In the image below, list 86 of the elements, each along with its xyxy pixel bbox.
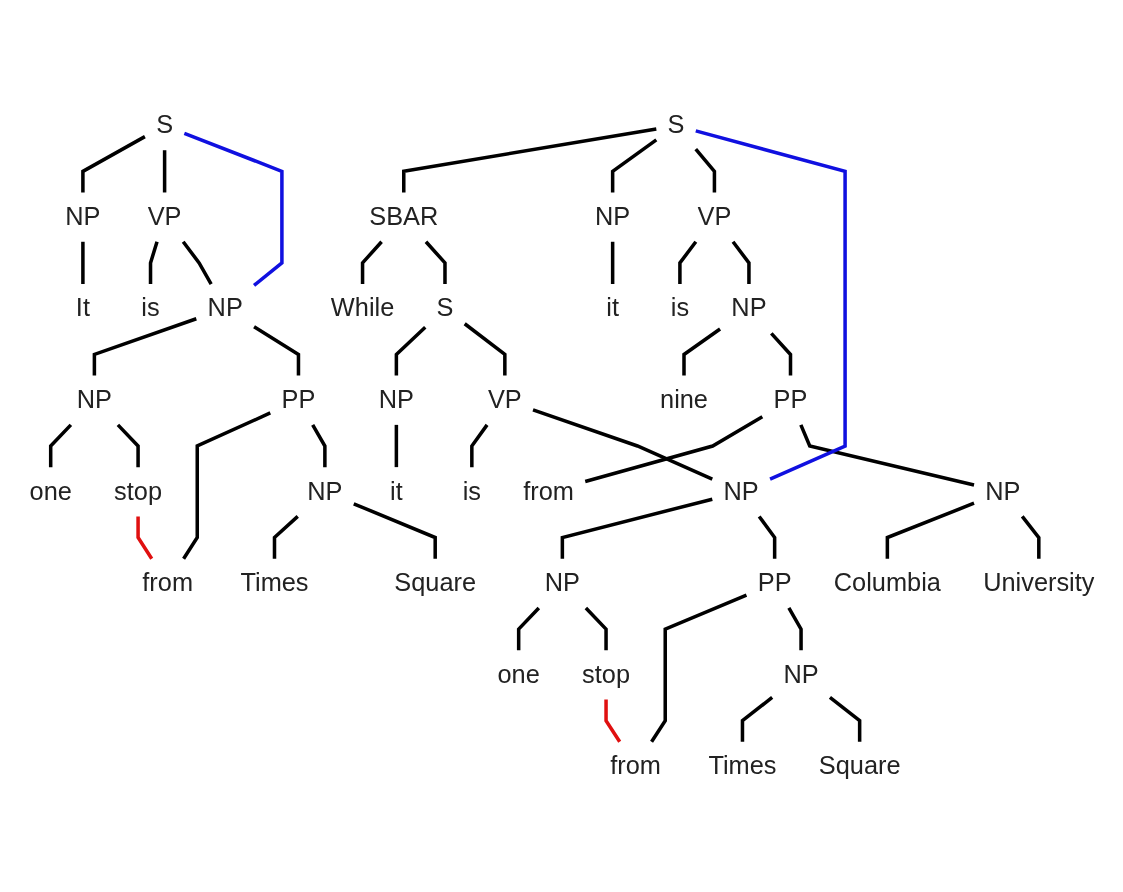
node-text: it (605, 293, 619, 323)
connector (116, 423, 140, 468)
connector (828, 696, 861, 742)
connector (757, 515, 776, 559)
node-text: S (667, 110, 684, 139)
connector (649, 593, 747, 743)
connector (469, 423, 488, 468)
node-text: Square (393, 568, 476, 597)
node-text: NP (544, 568, 580, 597)
node-text: nine (659, 385, 708, 414)
node-text: PP (773, 385, 807, 414)
node-text: Times (707, 751, 777, 780)
node-text: is (140, 293, 160, 323)
node-text: one (497, 660, 540, 689)
node-text: stop (113, 476, 162, 506)
connector (677, 240, 697, 285)
node-text: NP (723, 476, 759, 506)
node-text: PP (281, 385, 315, 414)
connector (424, 240, 447, 285)
node-text: University (982, 568, 1094, 597)
connector (798, 424, 974, 487)
connector (610, 241, 614, 285)
connector (885, 501, 975, 559)
connector (352, 502, 437, 559)
node-text: VP (487, 385, 522, 414)
node-text: Columbia (833, 568, 941, 597)
connector (740, 696, 773, 742)
connector (80, 135, 146, 193)
connector (731, 240, 751, 285)
connector (560, 497, 713, 559)
node-text: NP (782, 660, 819, 689)
node-text: SBAR (368, 202, 438, 231)
connector (584, 606, 608, 651)
node-text: stop (581, 660, 630, 689)
connector (516, 606, 540, 651)
connector (394, 424, 398, 468)
connector (310, 424, 327, 468)
node-text: from (141, 568, 193, 597)
connector (463, 322, 507, 376)
connector (80, 241, 85, 285)
node-text: NP (306, 476, 342, 506)
node-text: Square (818, 751, 901, 780)
connector (1020, 515, 1041, 559)
node-text: NP (207, 293, 243, 323)
node-text: Times (239, 568, 309, 597)
connector (693, 147, 716, 193)
node-text: VP (697, 202, 731, 231)
node-text: NP (378, 385, 414, 414)
node-text: it (389, 476, 403, 506)
connector (48, 423, 72, 468)
connector (394, 325, 426, 376)
connector (92, 317, 197, 376)
connector (181, 411, 271, 560)
node-text: is (670, 293, 689, 323)
connector (181, 240, 213, 285)
connector (694, 129, 847, 481)
connector (162, 150, 166, 193)
node-text: is (462, 476, 481, 506)
connector (401, 127, 657, 193)
node-text: from (522, 476, 574, 506)
connector (786, 607, 803, 651)
connector (252, 325, 300, 376)
node-text: NP (594, 202, 630, 231)
connector (360, 240, 383, 285)
node-text: While (330, 293, 394, 323)
node-text: S (155, 110, 173, 139)
node-text: one (29, 476, 72, 506)
node-text: PP (757, 568, 792, 597)
node-text: NP (64, 202, 101, 231)
connector (610, 138, 657, 193)
connector (531, 408, 713, 481)
connector (272, 515, 299, 559)
connector (681, 327, 721, 376)
node-text: It (75, 293, 90, 323)
node-text: VP (147, 202, 182, 231)
connector (148, 241, 159, 285)
node-text: NP (76, 385, 112, 414)
connector (584, 415, 763, 484)
node-text: NP (984, 476, 1021, 506)
connector (769, 332, 792, 376)
node-text: NP (730, 293, 767, 323)
connector (183, 131, 284, 287)
connector (135, 516, 153, 560)
node-text: S (436, 293, 453, 323)
node-text: from (609, 751, 661, 780)
connector (603, 699, 621, 743)
